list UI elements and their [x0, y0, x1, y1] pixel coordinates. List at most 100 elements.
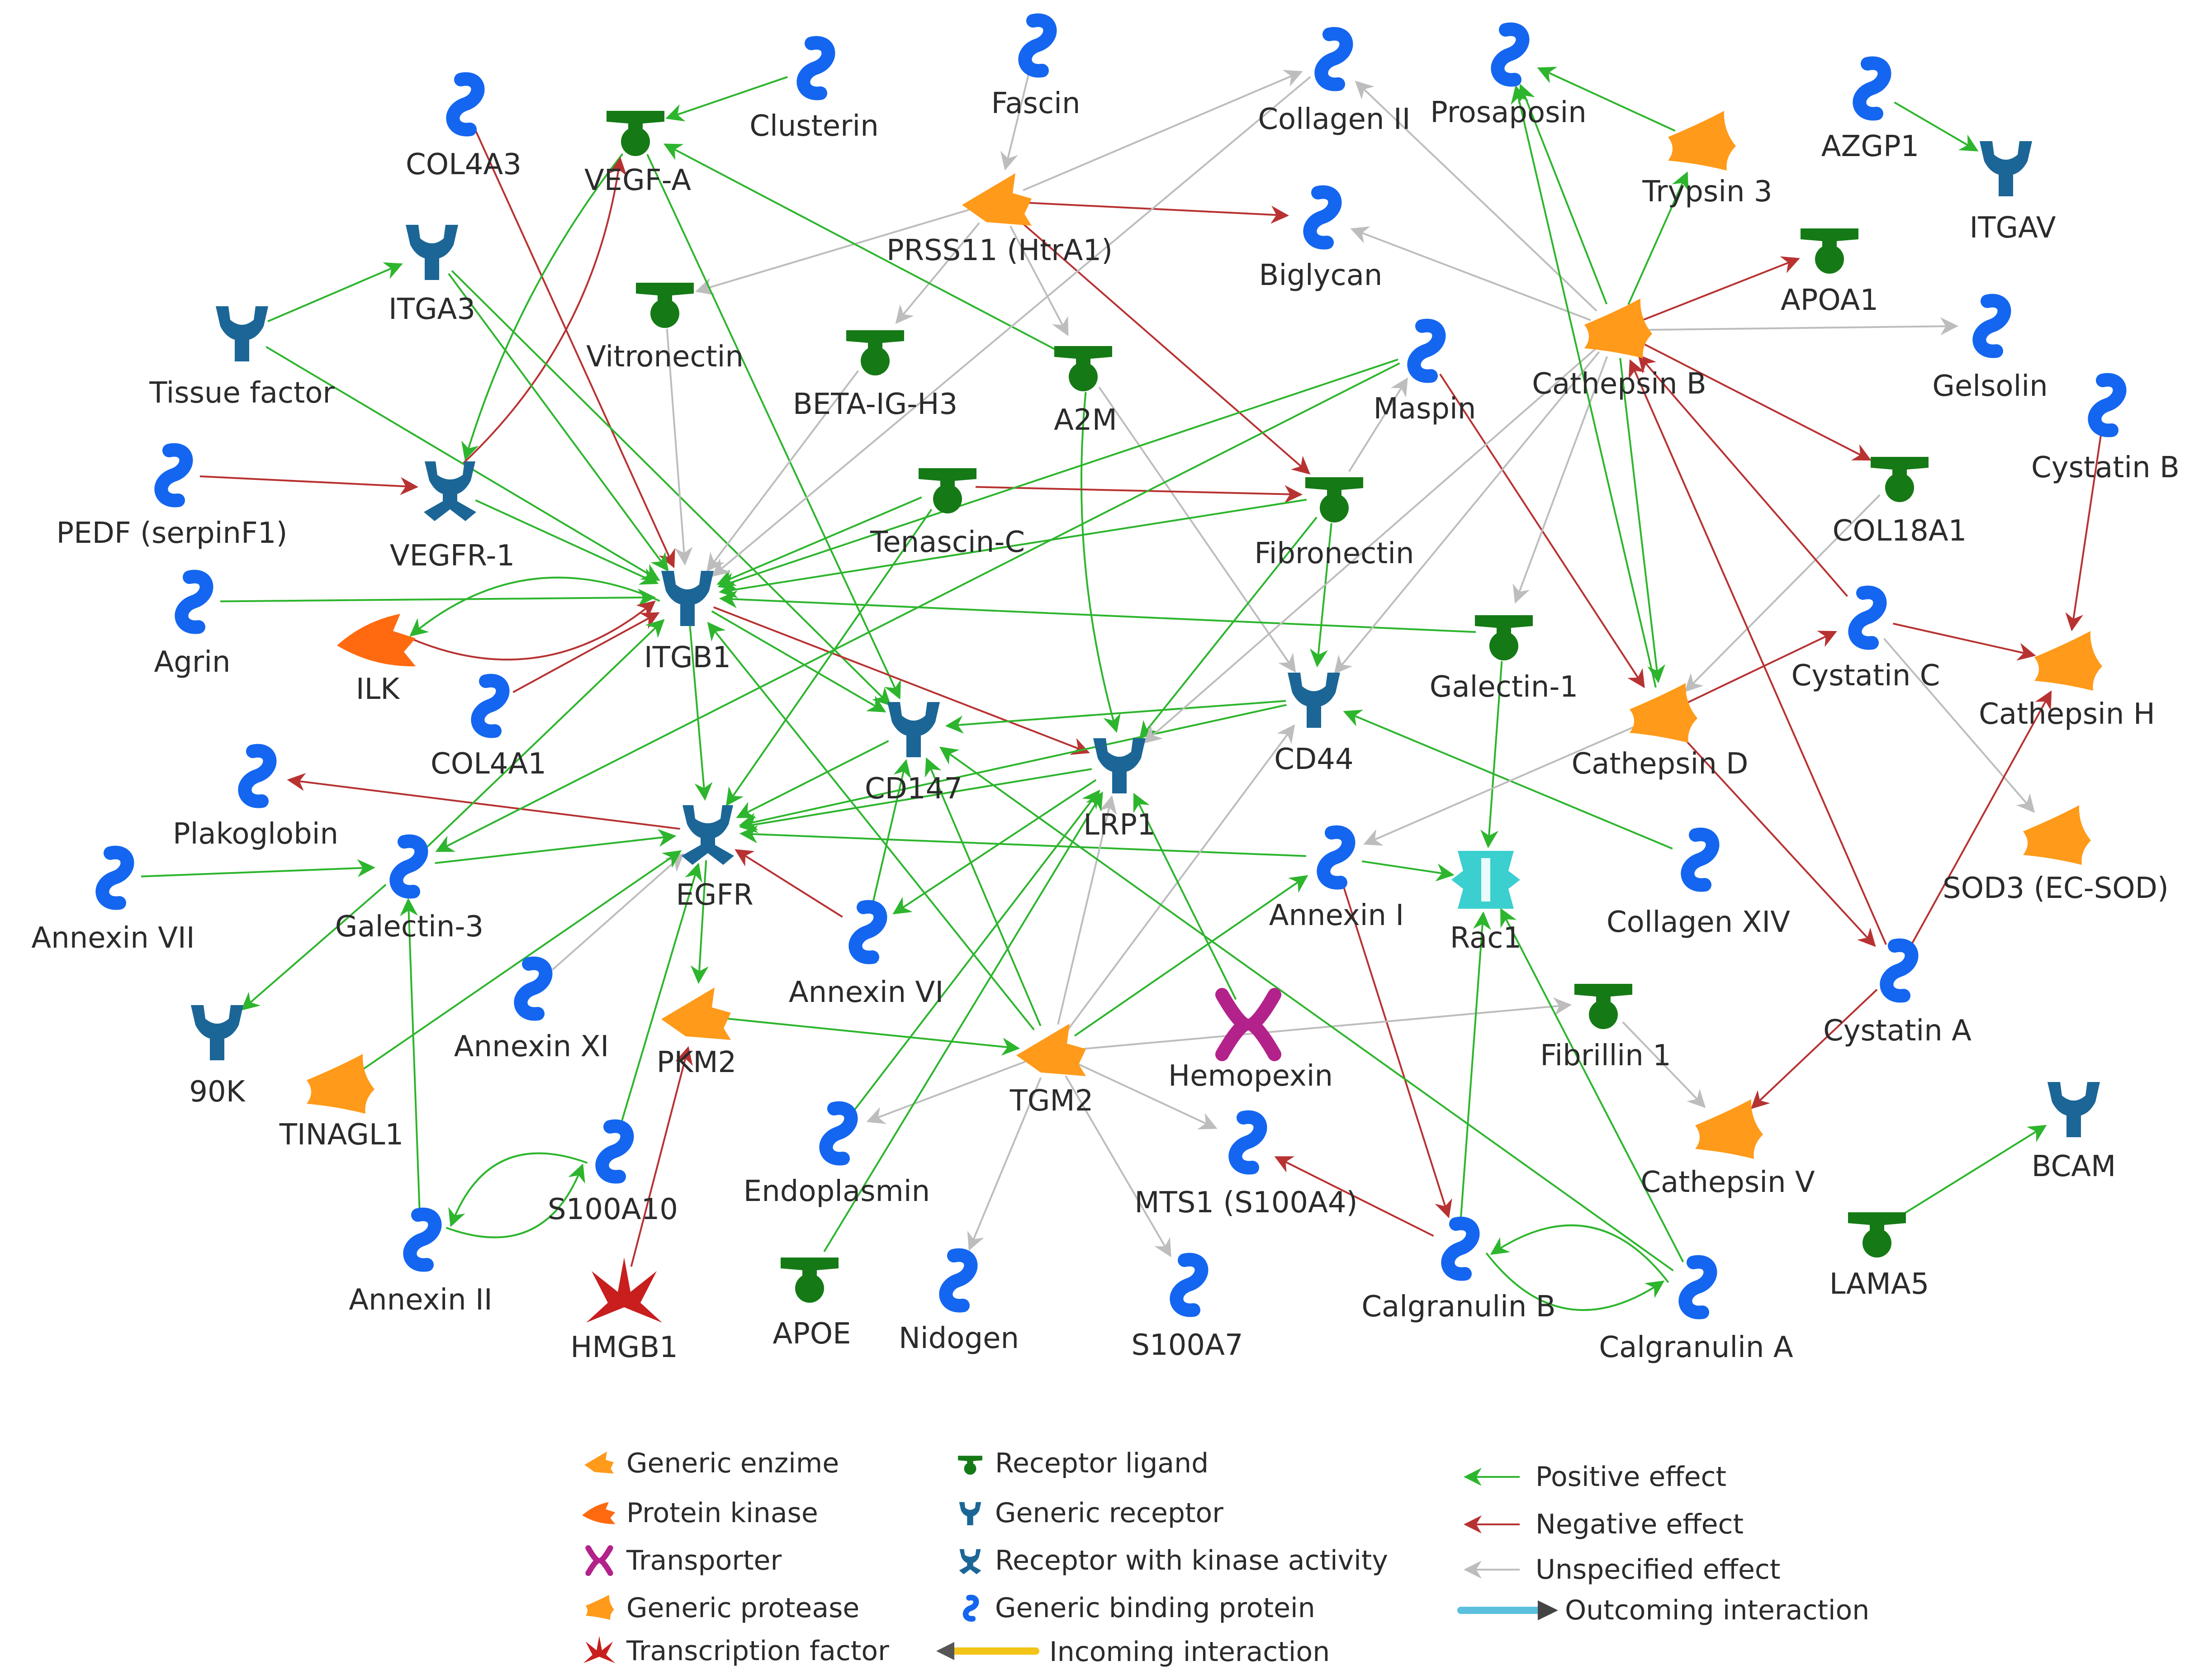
node-label: AZGP1: [1821, 130, 1919, 163]
node-pkm2: PKM2: [657, 987, 736, 1079]
node-label: VEGFR-1: [390, 539, 515, 573]
node-ilk: ILK: [337, 614, 416, 706]
protease-icon: [1584, 299, 1652, 358]
node-label: Endoplasmin: [744, 1175, 930, 1208]
receptor-icon: [1980, 141, 2032, 196]
edge-ilk-itgb1: [405, 600, 656, 661]
legend-receptor-ligand: Receptor ligand: [958, 1447, 1209, 1479]
edge-lrp1-egfr: [739, 768, 1092, 833]
edge-maspin-itgb1: [717, 358, 1398, 590]
ligand-icon: [1475, 615, 1533, 660]
node-label: APOE: [772, 1317, 851, 1351]
binding-icon: [1407, 318, 1446, 383]
edge-prss11-fibronectin: [1018, 219, 1311, 475]
binding-icon: [1228, 1110, 1267, 1175]
node-label: Vitronectin: [586, 340, 744, 374]
edge-calgranulin_a-cd147: [939, 746, 1674, 1272]
node-prosaposin: Prosaposin: [1430, 22, 1587, 129]
legend-generic-enzyme: Generic enzime: [584, 1447, 839, 1479]
edge-cystatin_c-cathepsin_h: [1893, 622, 2036, 661]
edge-fibronectin-maspin: [1348, 377, 1408, 472]
binding-icon: [1303, 185, 1342, 250]
edge-annexin_i-egfr: [739, 825, 1307, 857]
node-label: ITGAV: [1969, 211, 2056, 245]
binding-icon: [939, 1248, 978, 1313]
node-label: ILK: [356, 673, 401, 706]
node-vegfr1: VEGFR-1: [390, 461, 515, 573]
binding-icon: [1972, 294, 2011, 358]
edge-tenascin_c-egfr: [725, 508, 933, 807]
legend-generic-protease: Generic protease: [585, 1592, 859, 1624]
edge-azgp1-itgav: [1894, 101, 1979, 152]
ligand-icon: [958, 1456, 982, 1475]
node-vitronectin: Vitronectin: [586, 283, 744, 374]
node-galectin1: Galectin-1: [1430, 615, 1578, 704]
receptor-icon: [887, 702, 940, 757]
edge-cathepsin_d-cystatin_a: [1680, 735, 1876, 947]
edge-tissue_factor-itgb1: [265, 346, 660, 581]
node-label: EGFR: [676, 878, 753, 912]
binding-icon: [848, 900, 887, 964]
edge-fibrillin1-cathepsin_v: [1622, 1021, 1706, 1108]
edge-annexin_ii-s100a10: [445, 1163, 585, 1239]
binding-icon: [1317, 825, 1355, 890]
node-collagen-ii: Collagen II: [1258, 27, 1411, 136]
edge-prss11-collagen_ii: [1023, 70, 1303, 191]
receptor-icon: [661, 571, 714, 626]
edge-prss11-beta_ig_h3: [895, 222, 980, 324]
node-label: A2M: [1054, 403, 1117, 437]
edge-cathepsin_b-cathepsin_d: [1619, 358, 1666, 683]
node-calgranulin-b: Calgranulin B: [1361, 1216, 1556, 1324]
ligand-icon: [1801, 228, 1858, 274]
node-label: Prosaposin: [1430, 96, 1587, 129]
node-label: Cathepsin D: [1572, 747, 1749, 781]
edge-hmgb1-pkm2: [630, 1046, 693, 1267]
edge-collagen_ii-itgb1: [711, 76, 1311, 577]
node-galectin3: Galectin-3: [335, 834, 483, 944]
edge-calgranulin_a-rac1: [1500, 908, 1684, 1262]
node-tissue-factor: Tissue factor: [149, 306, 335, 410]
node-label: Fascin: [991, 87, 1080, 120]
binding-icon: [95, 845, 134, 910]
edge-cd44-cd147: [945, 700, 1286, 734]
binding-icon: [1491, 22, 1530, 87]
node-s100a7: S100A7: [1131, 1253, 1243, 1362]
edge-cystatin_c-cathepsin_b: [1637, 354, 1848, 597]
node-label: LRP1: [1083, 808, 1155, 842]
edge-cathepsin_b-apoa1: [1642, 256, 1800, 321]
node-label: ITGA3: [389, 293, 475, 326]
edge-a2m-lrp1: [1080, 392, 1121, 733]
node-k90: 90K: [189, 1005, 246, 1109]
node-label: Cystatin B: [2031, 451, 2180, 484]
receptor-icon: [1093, 738, 1146, 793]
edge-tgm2-mts1: [1076, 1063, 1218, 1129]
tf-icon: [586, 1258, 662, 1323]
edge-annexin_vii-galectin3: [141, 859, 376, 878]
node-label: PRSS11 (HtrA1): [886, 234, 1113, 267]
legend-label: Receptor ligand: [995, 1447, 1209, 1479]
edge-endoplasmin-lrp1: [853, 789, 1100, 1112]
legend-label: Positive effect: [1536, 1461, 1726, 1493]
receptor-icon: [2047, 1082, 2100, 1137]
ligand-icon: [636, 283, 694, 328]
node-fibrillin1: Fibrillin 1: [1540, 984, 1671, 1073]
edge-cystatin_a-cathepsin_v: [1750, 989, 1878, 1109]
legend-unspecified: Unspecified effect: [1464, 1554, 1780, 1585]
node-calgranulin-a: Calgranulin A: [1599, 1255, 1793, 1364]
edge-galectin3-k90: [241, 884, 387, 1011]
edge-col4a1-itgb1: [512, 612, 660, 693]
node-label: Fibronectin: [1254, 537, 1414, 570]
legend-receptor-kinase: Receptor with kinase activity: [959, 1545, 1388, 1576]
edge-layer: [141, 66, 2102, 1311]
legend-transporter: Transporter: [585, 1545, 782, 1576]
node-label: TINAGL1: [279, 1118, 403, 1152]
node-label: SOD3 (EC-SOD): [1943, 872, 2169, 905]
node-label: Rac1: [1450, 921, 1521, 955]
node-tgm2: TGM2: [1009, 1024, 1093, 1118]
node-label: VEGF-A: [584, 164, 691, 197]
edge-cathepsin_b-trypsin3: [1627, 171, 1689, 305]
legend-generic-receptor: Generic receptor: [959, 1497, 1223, 1529]
tf-icon: [583, 1636, 616, 1663]
